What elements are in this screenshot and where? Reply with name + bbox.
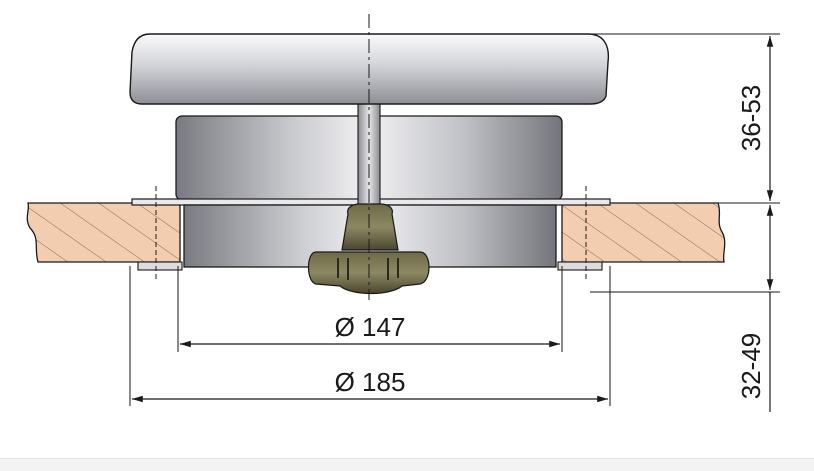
dim-label-inner-diameter: Ø 147 bbox=[335, 312, 406, 342]
lock-ring-left bbox=[137, 261, 183, 271]
deck-left bbox=[26, 202, 181, 263]
knob-neck bbox=[341, 203, 399, 251]
dim-label-cap-height: 36-53 bbox=[736, 85, 766, 152]
dim-label-deck-thickness: 32-49 bbox=[736, 333, 766, 400]
bottom-border-strip bbox=[0, 458, 814, 471]
deck-section bbox=[26, 202, 726, 263]
extension-lines bbox=[129, 33, 780, 406]
dim-label-outer-diameter: Ø 185 bbox=[335, 367, 406, 397]
lock-ring-right bbox=[557, 261, 603, 271]
deck-right bbox=[561, 202, 726, 263]
dimension-lines bbox=[132, 36, 774, 412]
